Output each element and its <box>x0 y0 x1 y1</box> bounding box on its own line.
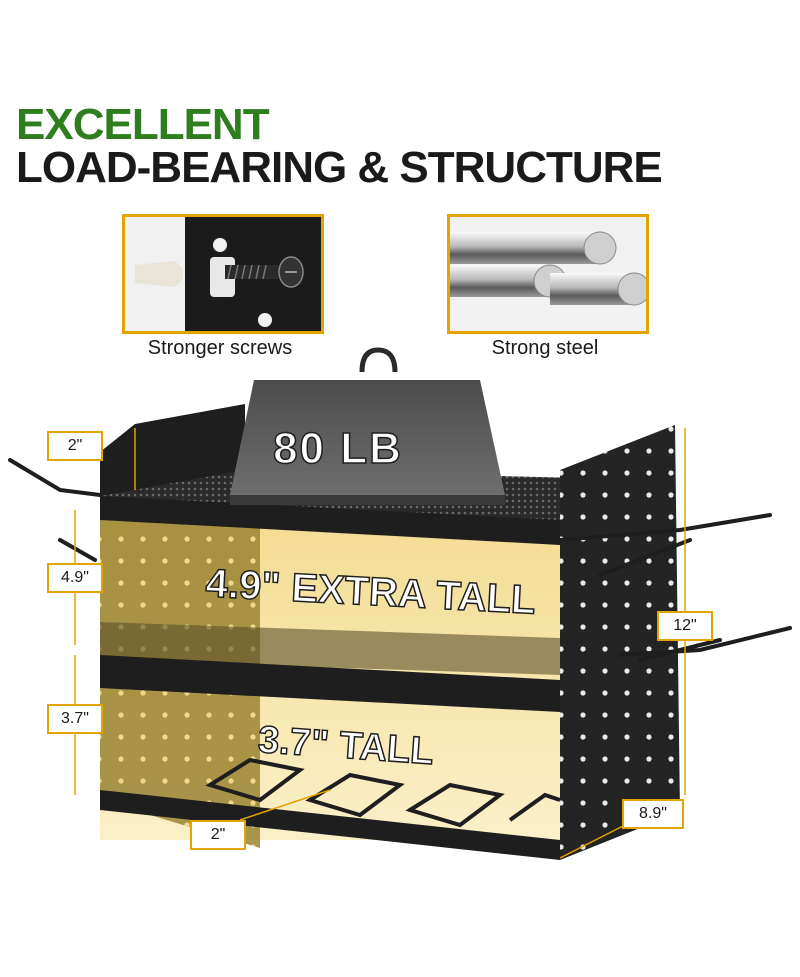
dimension-rail-height: 2" <box>47 431 103 461</box>
feature-steel-caption: Strong steel <box>491 337 599 359</box>
bottom-wire-holders <box>205 757 561 828</box>
weight-block <box>230 347 505 505</box>
feature-steel-box <box>447 214 649 334</box>
top-deck-front <box>100 496 560 545</box>
headline-line-2: LOAD-BEARING & STRUCTURE <box>16 143 663 192</box>
dimension-front-lip: 2" <box>190 820 246 850</box>
weight-label: 80 LB <box>273 424 403 473</box>
upper-shelf-front <box>100 655 560 712</box>
right-side-pegholes <box>560 425 680 860</box>
back-rail <box>100 404 245 500</box>
dimension-bottom-shelf: 3.7" <box>47 704 103 734</box>
dimension-depth: 8.9" <box>622 799 684 829</box>
feature-screws-box <box>122 214 324 334</box>
right-hooks <box>558 513 792 662</box>
steel-rods-icon <box>450 217 646 331</box>
feature-screws-caption: Stronger screws <box>147 337 293 359</box>
headline-line-1: EXCELLENT <box>16 100 270 149</box>
rack-base <box>100 790 560 860</box>
dimension-top-shelf: 4.9" <box>47 563 103 593</box>
left-hooks <box>8 458 102 562</box>
screw-icon <box>125 217 321 331</box>
dimension-total-height: 12" <box>657 611 713 641</box>
